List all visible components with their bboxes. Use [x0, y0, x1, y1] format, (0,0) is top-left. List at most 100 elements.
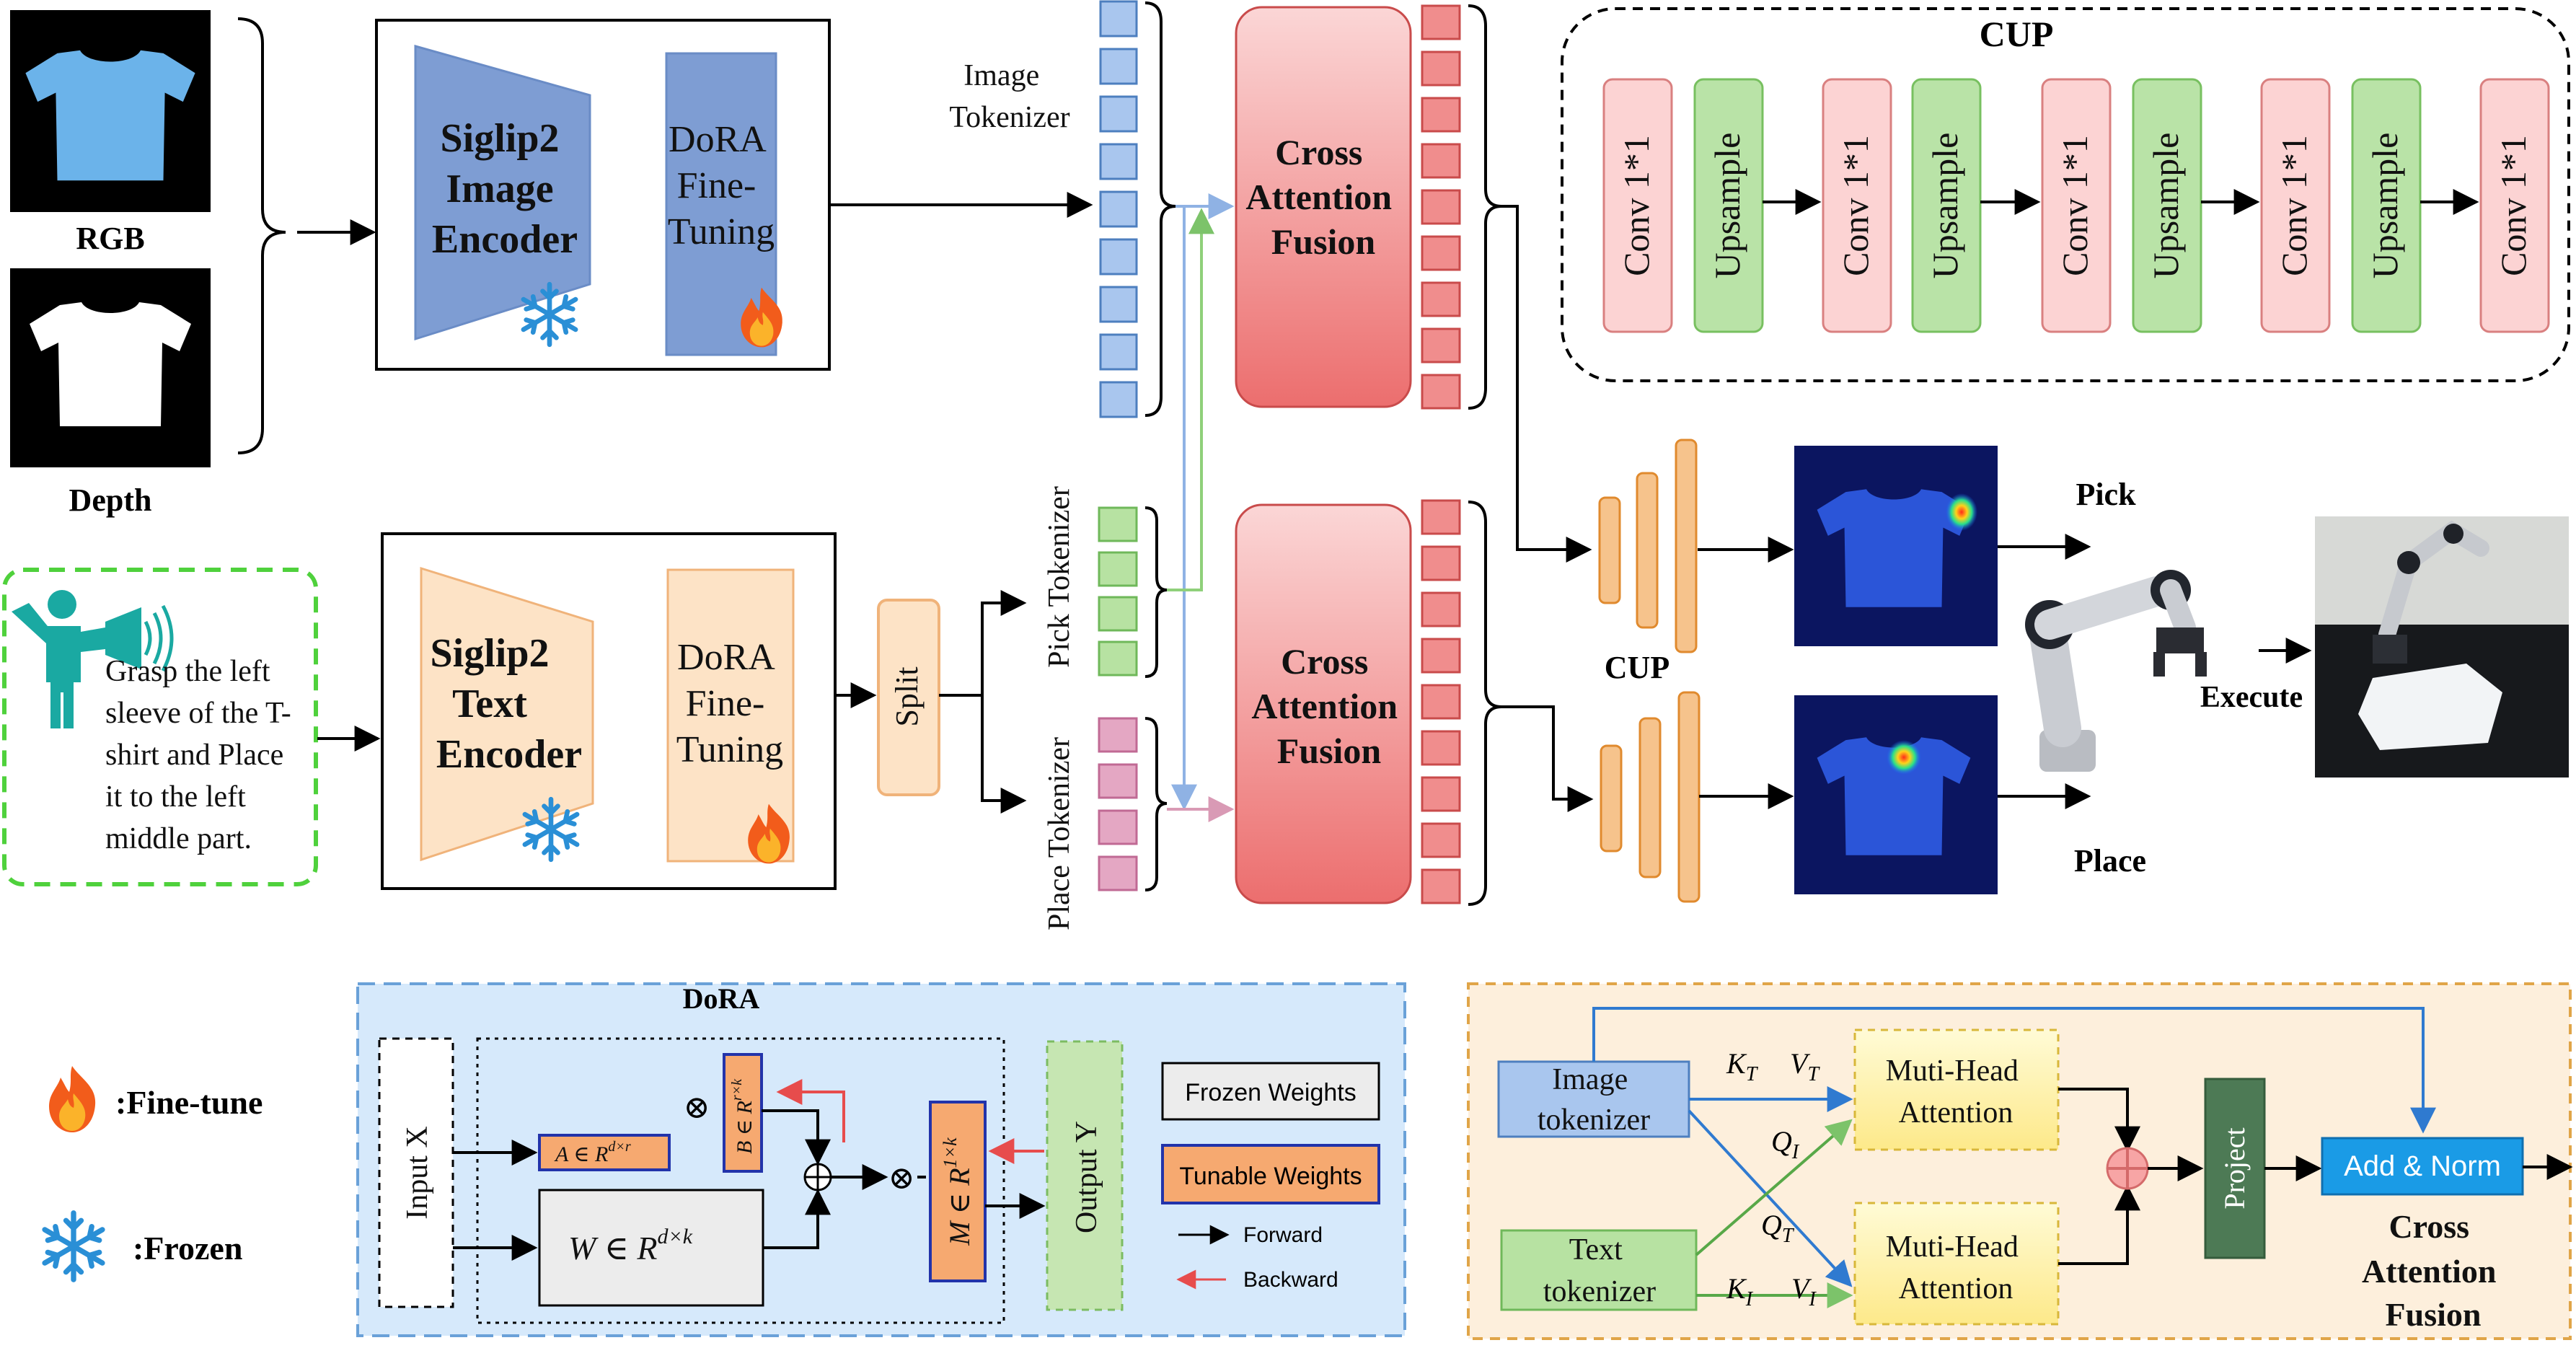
caf-image-tokenizer-box	[1497, 1060, 1690, 1138]
cup-conv-2: Conv 1*1	[1822, 78, 1892, 333]
forward-legend-label: Forward	[1243, 1223, 1323, 1247]
caf-project-label: Project	[2218, 1127, 2251, 1209]
caf-vt-label: VT	[1790, 1047, 1820, 1085]
caf-mha-bottom	[1853, 1202, 2060, 1326]
svg-text:A ∈ Rd×r: A ∈ Rd×r	[554, 1139, 631, 1166]
caf-mha-top-label: Muti-Head Attention	[1886, 1054, 2026, 1129]
svg-text:Upsample: Upsample	[1925, 133, 1965, 279]
place-tokenizer-label: Place Tokenizer	[1043, 737, 1076, 930]
cup-conv-5: Conv 1*1	[2479, 78, 2550, 333]
backward-arrow-to-b	[776, 1079, 845, 1142]
arrow-split-to-pick	[939, 590, 1027, 697]
caf-vi-label: VI	[1791, 1272, 1817, 1310]
dora-matrix-w: W ∈ Rd×k	[538, 1189, 764, 1307]
dora-inner-dotted-frame	[476, 1037, 1005, 1324]
cup-conv-1: Conv 1*1	[1602, 78, 1673, 333]
caf-mha-top-to-sum	[2058, 1088, 2140, 1153]
pick-fused-token-column	[1421, 4, 1461, 410]
frozen-weights-legend-box	[1161, 1062, 1380, 1121]
image-encoder-label: Siglip2 Image Encoder	[432, 116, 578, 262]
place-fusion-block	[1235, 503, 1412, 904]
dora-detail-title: DoRA	[683, 982, 760, 1015]
fine-tune-legend-flame-icon	[49, 1066, 96, 1132]
svg-text:Conv 1*1: Conv 1*1	[2055, 135, 2095, 276]
dora-matrix-b: B ∈ Rr×k	[723, 1053, 763, 1173]
megaphone-person-icon	[12, 590, 174, 728]
image-dora-block	[665, 52, 777, 356]
backward-legend-label: Backward	[1243, 1268, 1338, 1292]
execute-label: Execute	[2200, 681, 2303, 714]
arrow-place-fusion-to-cup	[1501, 705, 1594, 812]
image-token-brace	[1144, 1, 1176, 417]
place-output-label: Place	[2074, 843, 2146, 878]
caf-mha-bottom-to-sum	[2058, 1184, 2140, 1265]
image-encoder-trapezoid	[414, 45, 591, 341]
caf-kt-label: KT	[1726, 1047, 1759, 1085]
text-dora-label: DoRA Fine- Tuning	[676, 637, 783, 770]
cup-upsample-1: Upsample	[1693, 78, 1764, 333]
split-block	[877, 599, 940, 796]
dora-output-y-label: Output Y	[1070, 1121, 1103, 1233]
frozen-legend-snowflake-icon	[45, 1213, 102, 1279]
frozen-legend-label: :Frozen	[133, 1230, 242, 1266]
dora-input-x	[378, 1037, 454, 1308]
sum-node	[803, 1163, 832, 1191]
dora-input-x-label: Input X	[401, 1126, 434, 1220]
svg-text:Conv 1*1: Conv 1*1	[2493, 135, 2533, 276]
place-token-column	[1098, 717, 1138, 891]
svg-text:Upsample: Upsample	[2365, 133, 2405, 279]
pick-heatmap-image	[1794, 446, 1998, 646]
place-fused-token-column	[1421, 499, 1461, 904]
arrow-w-to-sum	[763, 1189, 831, 1249]
magnitude-product-symbol: ⊗	[888, 1160, 915, 1196]
place-cup-decoder	[1600, 691, 1701, 903]
tensor-product-symbol: ⊗	[684, 1090, 710, 1125]
image-tokens-to-place-fusion	[1171, 205, 1197, 811]
caf-add-norm-block	[2321, 1137, 2524, 1196]
place-token-brace	[1144, 717, 1168, 891]
fine-tune-legend-label: :Fine-tune	[115, 1084, 263, 1121]
frozen-weights-legend-label: Frozen Weights	[1185, 1079, 1356, 1106]
svg-text:Upsample: Upsample	[1707, 133, 1747, 279]
image-tokenizer-label: Image Tokenizer	[949, 59, 1069, 134]
tunable-weights-legend-box	[1161, 1144, 1380, 1204]
cup-conv-3: Conv 1*1	[2041, 78, 2112, 333]
svg-text:M ∈ R1×k: M ∈ R1×k	[940, 1137, 976, 1246]
image-token-column	[1099, 0, 1138, 418]
dora-output-y	[1046, 1040, 1124, 1311]
caf-image-q-line	[1688, 1109, 1853, 1287]
caf-project-block	[2204, 1078, 2266, 1259]
cup-conv-4: Conv 1*1	[2260, 78, 2331, 333]
pick-output-label: Pick	[2076, 477, 2136, 512]
svg-text:Conv 1*1: Conv 1*1	[1616, 135, 1657, 276]
cup-upsample-4: Upsample	[2351, 78, 2422, 333]
rgb-label: RGB	[76, 221, 144, 256]
cup-title: CUP	[1980, 14, 2054, 54]
arrow-split-to-place	[981, 695, 1027, 814]
input-brace	[237, 17, 286, 454]
text-encoder-label: Siglip2 Text Encoder	[431, 631, 583, 777]
instruction-text: Grasp the left sleeve of the T- shirt an…	[105, 655, 299, 855]
arrow-b-to-sum	[762, 1109, 831, 1166]
caf-residual-path	[1592, 1007, 2436, 1134]
caf-text-q-line	[1695, 1119, 1853, 1256]
rgb-input-image	[10, 10, 211, 212]
text-dora-block	[666, 568, 795, 863]
svg-text:Conv 1*1: Conv 1*1	[1835, 135, 1876, 276]
pick-token-column	[1098, 506, 1138, 677]
caf-qt-label: QT	[1761, 1209, 1795, 1247]
svg-text:Conv 1*1: Conv 1*1	[2274, 135, 2314, 276]
caf-mha-bottom-label: Muti-Head Attention	[1886, 1230, 2026, 1305]
place-fused-brace	[1468, 501, 1502, 906]
caf-caption: Cross Attention Fusion	[2362, 1208, 2505, 1333]
arrow-pick-fusion-to-cup	[1501, 205, 1592, 563]
robot-arm-icon	[2025, 570, 2207, 772]
split-label: Split	[889, 666, 925, 726]
cup-upsample-2: Upsample	[1911, 78, 1982, 333]
depth-label: Depth	[69, 483, 152, 518]
cup-upsample-3: Upsample	[2132, 78, 2202, 333]
text-encoder-trapezoid	[420, 566, 594, 862]
image-dora-label: DoRA Fine- Tuning	[668, 119, 775, 252]
depth-input-image	[10, 268, 211, 467]
